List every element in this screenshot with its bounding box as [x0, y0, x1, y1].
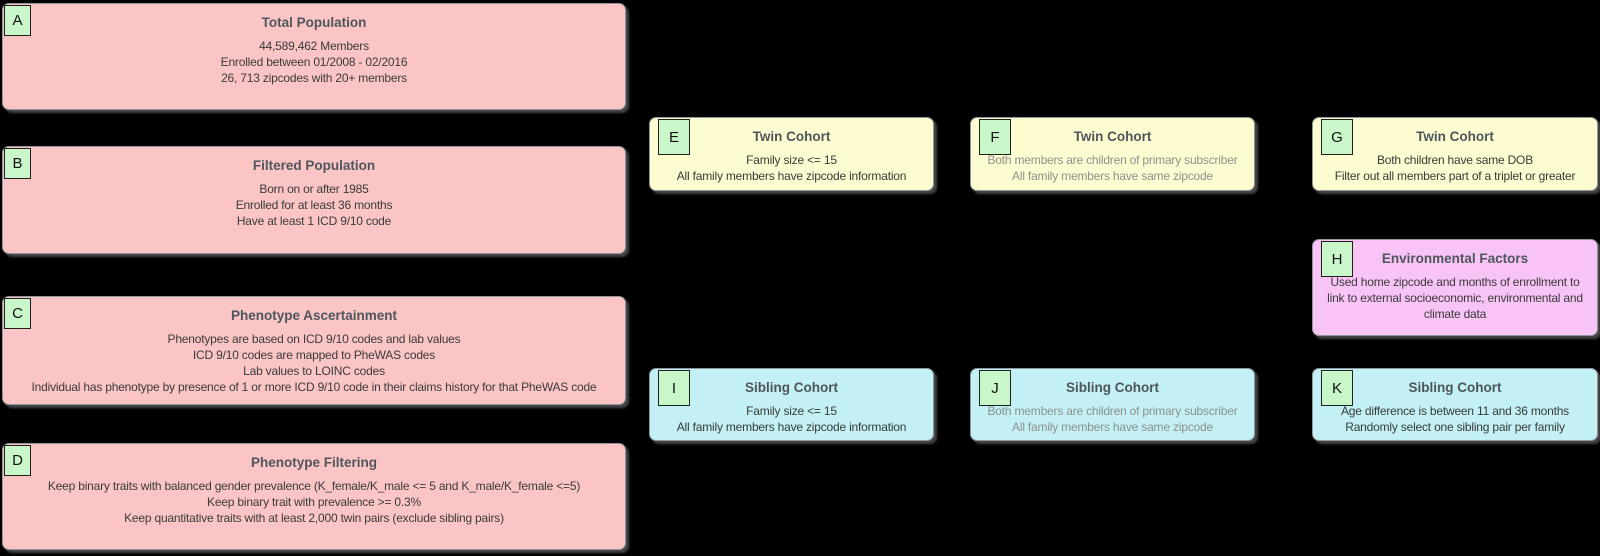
node-body: Family size <= 15 All family members have… — [677, 152, 907, 184]
node-body-line: Both children have same DOB — [1376, 153, 1533, 167]
node-title: Sibling Cohort — [1408, 380, 1502, 395]
node-body-line: All family members have same zipcode — [1012, 420, 1213, 434]
node-badge-e: E — [658, 119, 690, 155]
node-badge-j: J — [979, 370, 1011, 406]
node-badge-k: K — [1321, 370, 1353, 406]
node-badge-d: D — [4, 445, 31, 476]
node-title: Twin Cohort — [1073, 129, 1152, 144]
node-title: Filtered Population — [252, 158, 376, 173]
node-body-line: Enrolled between 01/2008 - 02/2016 — [220, 55, 408, 69]
node-body-line: Born on or after 1985 — [259, 182, 369, 196]
node-body-line: Filter out all members part of a triplet… — [1334, 169, 1576, 183]
node-body-line: Keep quantitative traits with at least 2… — [124, 511, 504, 525]
node-badge-f: F — [979, 119, 1011, 155]
node-body-line: Phenotypes are based on ICD 9/10 codes a… — [167, 332, 461, 346]
node-badge-a: A — [4, 5, 31, 36]
node-body-line: Have at least 1 ICD 9/10 code — [236, 214, 392, 228]
node-badge-g: G — [1321, 119, 1353, 155]
node-body-line: 26, 713 zipcodes with 20+ members — [221, 71, 407, 85]
node-body: Used home zipcode and months of enrollme… — [1327, 274, 1583, 322]
node-body-line: ICD 9/10 codes are mapped to PheWAS code… — [192, 348, 436, 362]
node-title: Twin Cohort — [1416, 129, 1494, 144]
node-badge-b: B — [4, 148, 31, 179]
node-body-line: All family members have same zipcode — [1012, 169, 1213, 183]
node-badge-h: H — [1321, 241, 1353, 277]
node-title: Twin Cohort — [752, 129, 831, 144]
node-body-line: Used home zipcode and months of enrollme… — [1330, 275, 1580, 289]
node-title: Environmental Factors — [1381, 251, 1529, 266]
node-badge-i: I — [658, 370, 690, 406]
node-body-line: All family members have zipcode informat… — [676, 420, 907, 434]
node-body-line: Family size <= 15 — [746, 153, 837, 167]
node-body-line: 44,589,462 Members — [259, 39, 369, 53]
node-body-line: Both members are children of primary sub… — [987, 153, 1238, 167]
node-body: Keep binary traits with balanced gender … — [48, 478, 580, 526]
node-body: Age difference is between 11 and 36 mont… — [1341, 403, 1569, 435]
node-body-line: All family members have zipcode informat… — [676, 169, 907, 183]
node-title: Phenotype Ascertainment — [230, 308, 398, 323]
node-body: Both children have same DOB Filter out al… — [1335, 152, 1576, 184]
node-body-line: Family size <= 15 — [746, 404, 837, 418]
node-title: Sibling Cohort — [1066, 380, 1159, 395]
node-body-line: link to external socioeconomic, environm… — [1327, 291, 1583, 305]
node-title: Total Population — [261, 15, 367, 30]
node-body-line: Age difference is between 11 and 36 mont… — [1341, 404, 1569, 418]
node-body-line: Randomly select one sibling pair per fam… — [1345, 420, 1565, 434]
node-title: Sibling Cohort — [745, 380, 838, 395]
node-body: Both members are children of primary sub… — [987, 152, 1237, 184]
node-body-line: Both members are children of primary sub… — [987, 404, 1238, 418]
node-body: Phenotypes are based on ICD 9/10 codes a… — [32, 331, 597, 395]
node-body-line: Individual has phenotype by presence of … — [31, 380, 597, 394]
node-body-line: Enrolled for at least 36 months — [235, 198, 393, 212]
node-body: Family size <= 15 All family members have… — [677, 403, 907, 435]
node-body-line: Keep binary trait with prevalence >= 0.3… — [207, 495, 421, 509]
node-badge-c: C — [4, 298, 31, 329]
node-body-line: climate data — [1423, 307, 1487, 321]
node-title: Phenotype Filtering — [250, 455, 377, 470]
node-body-line: Keep binary traits with balanced gender … — [47, 479, 581, 493]
node-body-line: Lab values to LOINC codes — [243, 364, 385, 378]
node-body: Both members are children of primary sub… — [987, 403, 1237, 435]
